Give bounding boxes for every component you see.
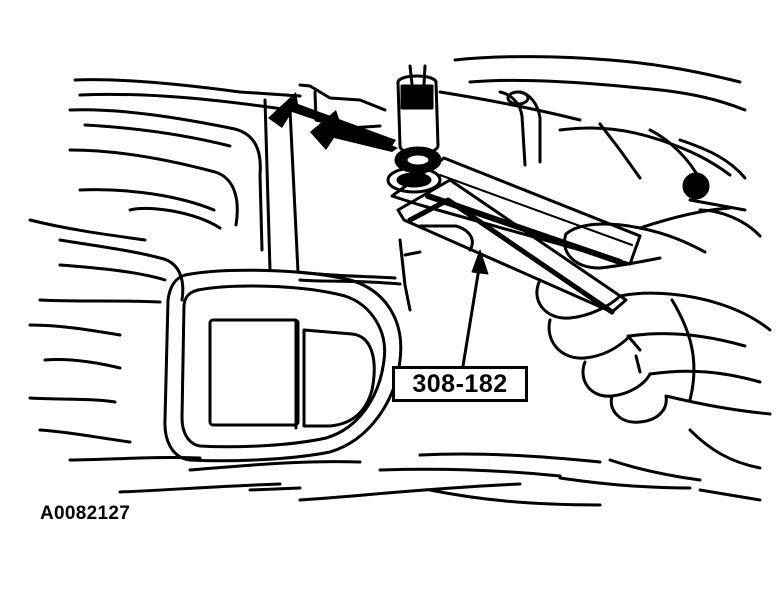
figure-id: A0082127 xyxy=(40,503,131,524)
tool-leader-arrow xyxy=(461,249,489,368)
housing-casting xyxy=(28,55,762,507)
technician-hand xyxy=(535,206,772,424)
oil-filter-screen xyxy=(163,268,403,463)
socket-wrench xyxy=(386,64,442,194)
tool-number-label: 308-182 xyxy=(392,366,528,402)
special-tool-308-182 xyxy=(390,156,642,315)
location-arrows xyxy=(268,92,398,152)
